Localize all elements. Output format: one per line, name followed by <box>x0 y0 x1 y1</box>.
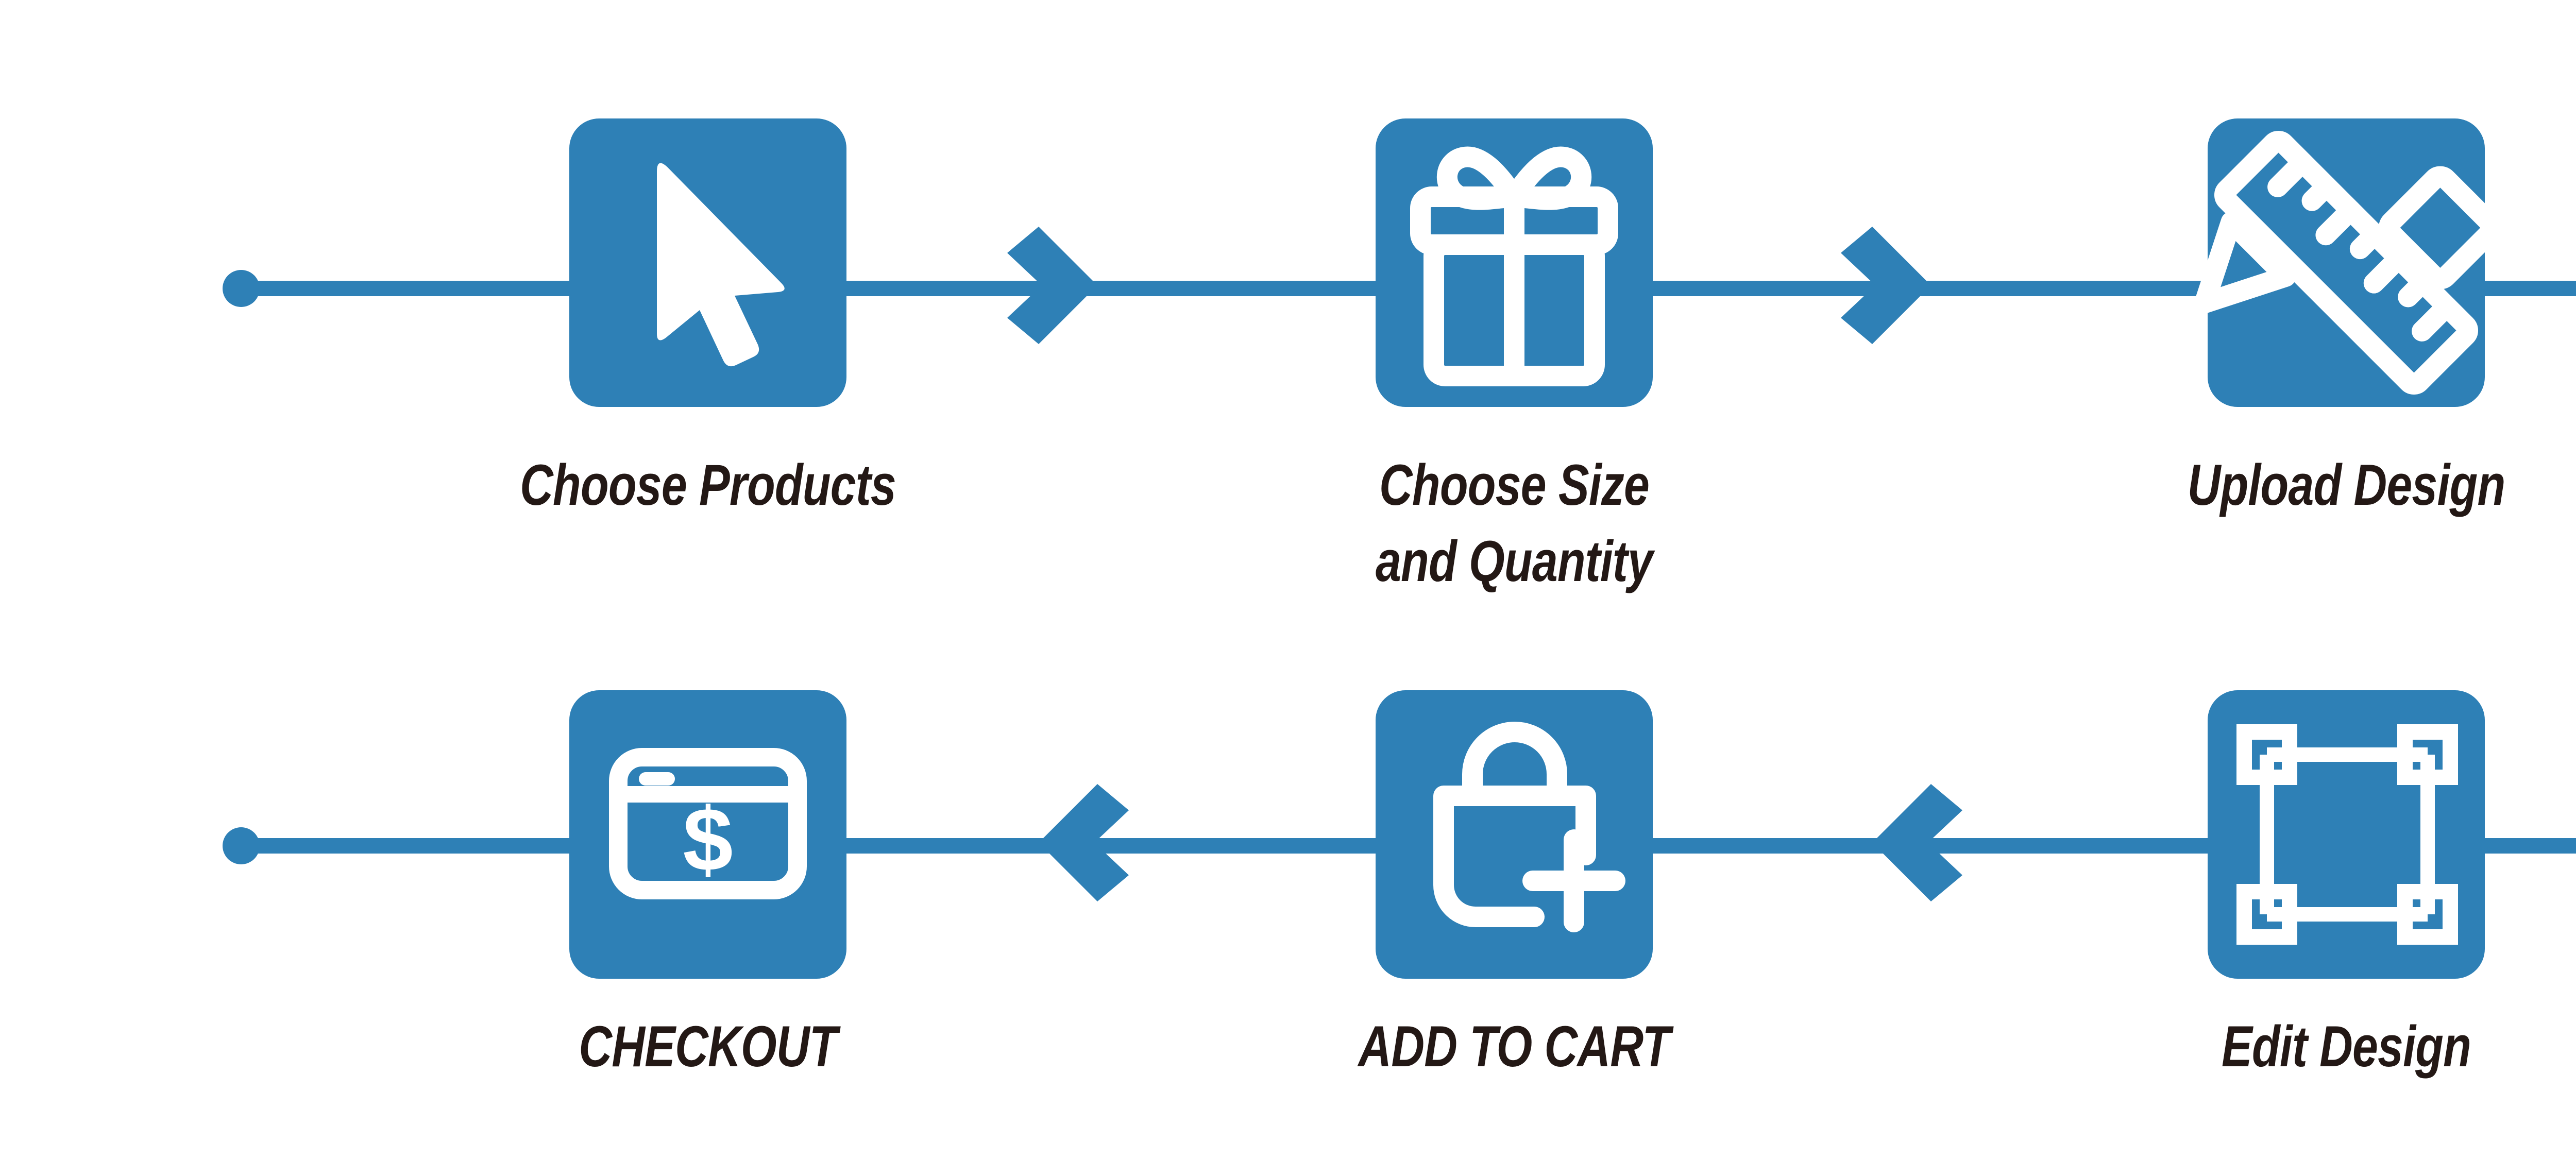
step-node-checkout[interactable]: $ <box>569 690 846 979</box>
cursor-arrow-icon <box>657 163 785 367</box>
ruler-pencil-icon <box>2194 130 2502 395</box>
step-node-choose-size-quantity[interactable] <box>1376 118 1653 407</box>
start-dot <box>223 270 260 307</box>
svg-text:$: $ <box>683 790 733 890</box>
step-label-choose-size-quantity: Choose Size and Quantity <box>1376 453 1653 593</box>
step-node-choose-products[interactable] <box>569 118 846 407</box>
step-label-add-to-cart: ADD TO CART <box>1358 1014 1670 1079</box>
step-node-background <box>2208 690 2485 979</box>
chevron-left-icon-2 <box>1039 784 1129 901</box>
credit-card-dollar-icon: $ <box>609 748 807 899</box>
chevron-right-icon-1 <box>1007 227 1097 344</box>
shopping-bag-plus-icon <box>1433 722 1625 932</box>
chevron-right-icon-2 <box>1841 227 1931 344</box>
step-label-checkout: CHECKOUT <box>579 1014 837 1079</box>
step-label-upload-design: Upload Design <box>2187 453 2506 517</box>
step-node-add-to-cart[interactable] <box>1376 690 1653 979</box>
step-label-choose-products: Choose Products <box>520 453 896 517</box>
arrow-markers <box>1007 227 1962 901</box>
step-label-edit-design: Edit Design <box>2221 1014 2471 1079</box>
bounding-box-handles-icon <box>2236 724 2458 945</box>
step-node-edit-design[interactable] <box>2208 690 2485 979</box>
chevron-left-icon-1 <box>1872 784 1962 901</box>
step-node-upload-design[interactable] <box>2177 93 2502 411</box>
gift-box-icon <box>1410 146 1618 386</box>
end-dot <box>223 827 260 864</box>
